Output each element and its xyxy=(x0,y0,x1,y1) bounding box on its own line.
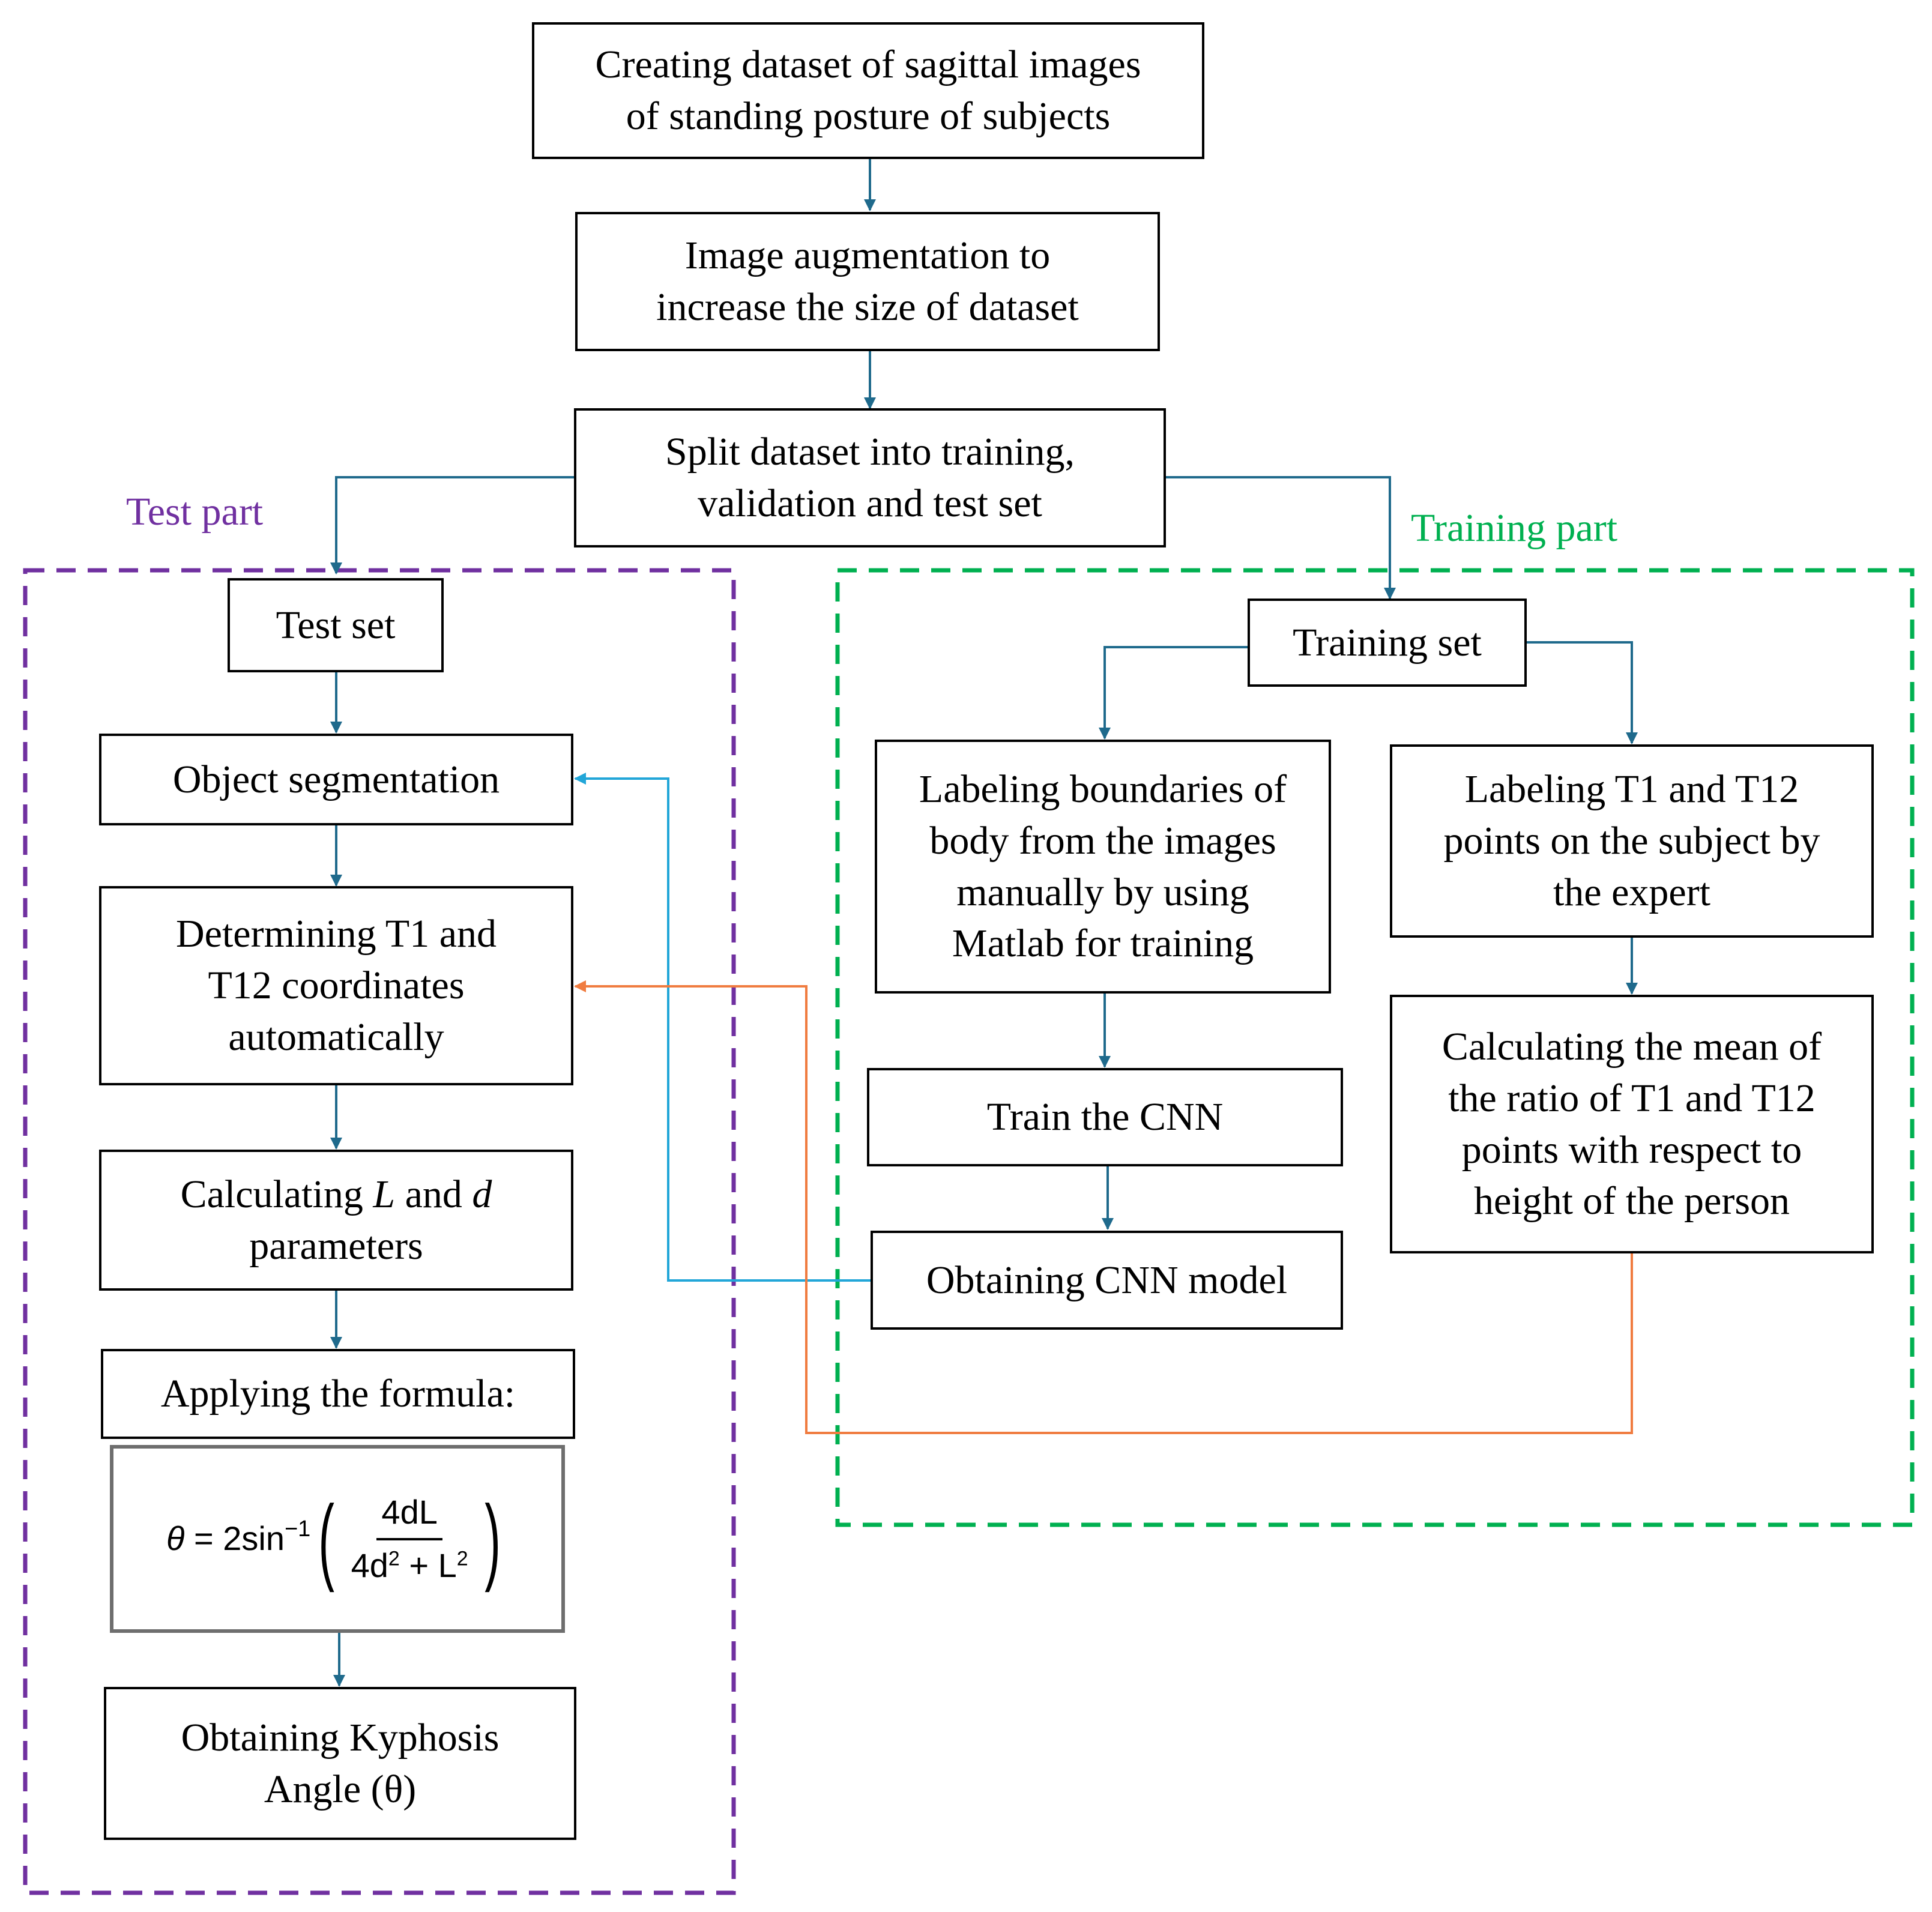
calculating-ld-text: Calculating xyxy=(180,1172,373,1216)
test-part-frame xyxy=(23,568,736,1895)
create-dataset-text: Creating dataset of sagittal images xyxy=(595,43,1141,87)
create-dataset-text: of standing posture of subjects xyxy=(626,94,1111,138)
test-part-label: Test part xyxy=(126,490,264,534)
augmentation-box: Image augmentation to increase the size … xyxy=(575,212,1160,351)
arrow-cnn-model-to-segmentation xyxy=(574,773,871,1282)
formula-paren-right: ) xyxy=(485,1485,501,1593)
cnn-model-box: Obtaining CNN model xyxy=(871,1231,1343,1330)
labeling-points-text: the expert xyxy=(1553,870,1711,914)
calculating-mean-text: points with respect to xyxy=(1461,1127,1802,1172)
calculating-ld-text: parameters xyxy=(249,1223,423,1268)
create-dataset-box: Creating dataset of sagittal images of s… xyxy=(532,22,1204,159)
training-part-frame xyxy=(835,568,1915,1527)
determining-coordinates-text: T12 coordinates xyxy=(208,964,465,1008)
labeling-boundaries-text: Labeling boundaries of xyxy=(919,767,1287,811)
formula-theta: θ xyxy=(166,1519,185,1558)
labeling-points-text: Labeling T1 and T12 xyxy=(1464,767,1799,812)
l-parameter: L xyxy=(373,1172,396,1216)
labeling-boundaries-box: Labeling boundaries of body from the ima… xyxy=(875,740,1331,994)
kyphosis-angle-text: Angle (θ) xyxy=(264,1767,417,1811)
training-set-text: Training set xyxy=(1293,620,1482,665)
training-part-label: Training part xyxy=(1411,506,1618,550)
test-set-text: Test set xyxy=(276,603,396,647)
split-dataset-box: Split dataset into training, validation … xyxy=(574,408,1166,547)
formula-den-a: 4d xyxy=(351,1546,388,1584)
formula-den-b: L xyxy=(438,1546,457,1584)
determining-coordinates-text: Determining T1 and xyxy=(176,912,497,956)
d-parameter: d xyxy=(472,1172,492,1216)
formula-den-plus: + xyxy=(399,1546,438,1584)
labeling-boundaries-text: manually by using xyxy=(956,870,1249,914)
formula-den-a-sup: 2 xyxy=(388,1546,400,1570)
augmentation-text: increase the size of dataset xyxy=(656,285,1079,329)
determining-coordinates-box: Determining T1 and T12 coordinates autom… xyxy=(99,886,573,1085)
split-dataset-text: Split dataset into training, xyxy=(665,430,1075,474)
calculating-mean-text: height of the person xyxy=(1473,1179,1790,1223)
arrow-training-set-to-labeling-boundaries xyxy=(1099,646,1248,740)
train-cnn-text: Train the CNN xyxy=(986,1095,1224,1139)
formula-denominator: 4d2 + L2 xyxy=(346,1540,473,1588)
arrow-training-set-to-labeling-points xyxy=(1527,641,1638,744)
labeling-boundaries-text: Matlab for training xyxy=(952,921,1254,966)
applying-formula-box: Applying the formula: xyxy=(101,1349,575,1439)
formula-numerator: 4dL xyxy=(376,1491,442,1540)
kyphosis-angle-box: Obtaining Kyphosis Angle (θ) xyxy=(104,1687,576,1840)
object-segmentation-text: Object segmentation xyxy=(172,757,500,801)
calculating-ld-text: and xyxy=(395,1172,472,1216)
arrow-split-to-training-set xyxy=(1166,476,1396,600)
applying-formula-text: Applying the formula: xyxy=(160,1372,516,1416)
calculating-mean-text: Calculating the mean of xyxy=(1441,1024,1822,1069)
determining-coordinates-text: automatically xyxy=(228,1015,444,1059)
labeling-boundaries-text: body from the images xyxy=(929,818,1276,863)
formula-eq: = 2sin xyxy=(184,1519,285,1558)
training-set-box: Training set xyxy=(1248,599,1527,687)
formula-den-b-sup: 2 xyxy=(456,1546,468,1570)
formula-fraction: 4dL 4d2 + L2 xyxy=(346,1491,473,1588)
calculating-ld-box: Calculating L and d parameters xyxy=(99,1150,573,1291)
formula-box: θ = 2sin −1 ( 4dL 4d2 + L2 ) xyxy=(110,1445,565,1633)
object-segmentation-box: Object segmentation xyxy=(99,734,573,825)
formula-inverse: −1 xyxy=(284,1516,311,1542)
kyphosis-angle-text: Obtaining Kyphosis xyxy=(181,1715,500,1760)
formula-paren-left: ( xyxy=(318,1485,335,1593)
arrow-split-to-test-set xyxy=(330,476,574,575)
arrow-mean-ratio-to-determining xyxy=(574,980,1633,1434)
calculating-ld-line: Calculating L and d xyxy=(181,1169,492,1220)
calculating-mean-text: the ratio of T1 and T12 xyxy=(1448,1076,1816,1120)
kyphosis-formula: θ = 2sin −1 ( 4dL 4d2 + L2 ) xyxy=(166,1491,509,1588)
labeling-points-text: points on the subject by xyxy=(1443,819,1820,863)
augmentation-text: Image augmentation to xyxy=(684,234,1051,278)
cnn-model-text: Obtaining CNN model xyxy=(926,1258,1288,1302)
train-cnn-box: Train the CNN xyxy=(867,1068,1343,1166)
labeling-points-box: Labeling T1 and T12 points on the subjec… xyxy=(1390,744,1874,938)
test-set-box: Test set xyxy=(228,578,444,672)
split-dataset-text: validation and test set xyxy=(698,481,1042,525)
calculating-mean-box: Calculating the mean of the ratio of T1 … xyxy=(1390,995,1874,1253)
